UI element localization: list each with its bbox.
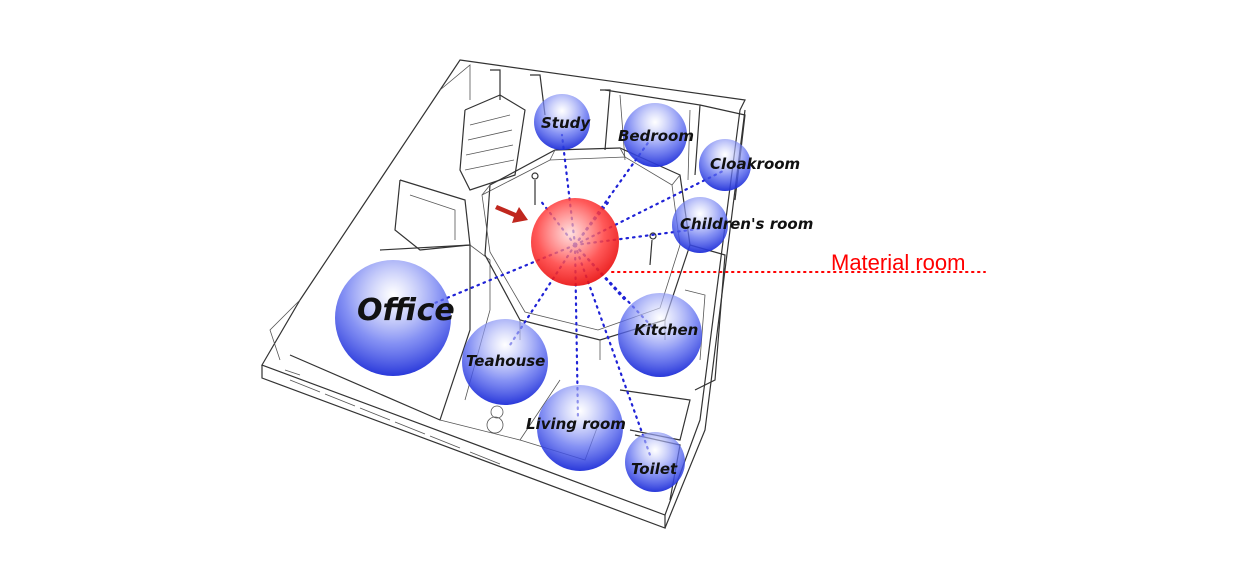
kitchen-bubble <box>618 293 702 377</box>
toilet-label: Toilet <box>631 460 678 478</box>
study-label: Study <box>541 114 591 132</box>
office-bubble <box>335 260 451 376</box>
study-bubble <box>534 94 590 150</box>
entrance-arrow-icon <box>495 205 528 223</box>
room-bubbles <box>335 94 751 492</box>
material-room-bubble <box>531 198 619 286</box>
office-label: Office <box>357 293 455 328</box>
toilet-bubble <box>625 432 685 492</box>
bedroom-label: Bedroom <box>618 127 694 145</box>
teahouse-bubble <box>462 319 548 405</box>
living-room-bubble <box>537 385 623 471</box>
connector-toilet <box>573 243 652 457</box>
material-room-label: Material room <box>831 250 965 275</box>
room-labels: Office Study Bedroom Cloakroom Children'… <box>357 114 965 478</box>
cloakroom-label: Cloakroom <box>710 155 800 173</box>
bedroom-bubble <box>623 103 687 167</box>
childrens-room-label: Children's room <box>680 215 813 233</box>
cloakroom-bubble <box>699 139 751 191</box>
floor-plan-walls <box>261 59 746 529</box>
childrens-room-bubble <box>672 197 728 253</box>
kitchen-label: Kitchen <box>634 321 698 339</box>
living-room-label: Living room <box>526 415 626 433</box>
teahouse-label: Teahouse <box>466 352 545 370</box>
